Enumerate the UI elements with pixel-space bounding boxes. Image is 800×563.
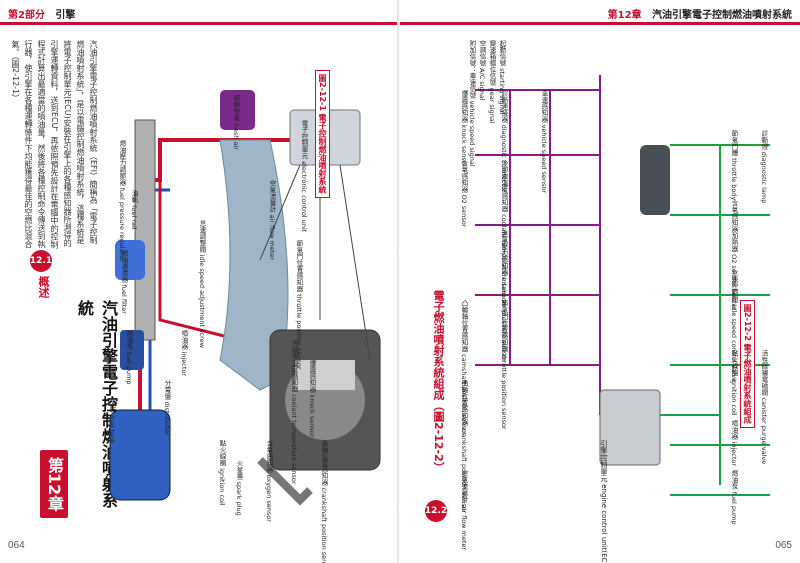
actuator-4: 怠速控制閥 idle speed control valve [730,270,738,383]
label-fuel-pressure-regulator: 燃油壓力調節器 fuel pressure regulator [118,140,126,262]
header-chapter: 第12章 [607,10,642,21]
label-distributor: 分電盤 distributor [163,380,171,436]
label-throttle-position-sensor: 節氣門位置感知器 throttle position sensor [295,240,303,370]
header-part: 第2部分 [8,10,45,21]
chapter-badge: 第12章 [40,450,68,518]
header-rule-right [400,22,800,25]
sensor-2: 凸輪軸位置感知器 camshaft position sensor [460,300,468,436]
sensor-4: 進氣壓力感知器 intake air pressure sensor [500,230,508,362]
sensor-5: 冷卻液溫度感知器 coolant temperature sensor [500,160,508,305]
left-page: 第2部分 引擎 第12章 汽油引擎電子控制燃油噴射系統 12.1 概述 汽油引擎… [0,6,400,563]
label-coolant-temp-sensor: 冷卻液溫度感知器 coolant temperature sensor [290,340,298,485]
signal-2: 變速箱檔位信號 gear signal [488,40,496,124]
efi-system-diagram [109,90,381,506]
label-oxygen-sensor: 含氧感知器 oxygen sensor [265,440,273,522]
actuator-2: 點火線圈 ignition coil [730,350,738,416]
figure-caption-left: 圖2-12-1 電子控制燃油噴射系統 [315,70,330,198]
actuator-0: 燃油泵 fuel pump [730,470,738,525]
right-page: 第12章 汽油引擎電子控制燃油噴射系統 12.2 電子燃油噴射系統組成（圖2-1… [400,0,800,563]
figure-caption-right: 圖2-12-2 電子燃油噴射系統組成 [740,300,755,428]
actuator-6: 節氣門體 throttle body [730,130,738,201]
label-fresh-air: 新鮮空氣 fresh air [232,95,240,150]
header-rule [0,22,400,25]
left-running-header: 第2部分 引擎 [8,6,75,22]
section-badge-right: 12.2 [425,500,447,522]
label-ignition-coil: 點火線圈 ignition coil [218,440,226,506]
label-knock-sensor: 爆震感知器 knock sensor [308,360,316,438]
label-crankshaft-position-sensor: 曲軸位置感知器 crankshaft position sensor [320,440,328,563]
folio-left: 064 [8,540,25,551]
signal-3: 起動信號 starting signal [498,40,506,115]
header-topic: 引擎 [55,10,76,21]
label-fuel-rail: 油軌 fuel rail [130,190,138,230]
label-idle-speed-valve: 怠速調整閥 idle speed adjustment screw [198,220,206,348]
sensor-6: 含氧感知器 O2 sensor [460,160,468,228]
right-running-header: 第12章 汽油引擎電子控制燃油噴射系統 [608,6,792,22]
section-badge: 12.1 [30,250,52,272]
label-ecu: 電子控制單元 electronic control unit [300,120,308,233]
sensor-0: 空氣流量計 air flow meter [460,470,468,551]
section-title-right: 電子燃油噴射系統組成（圖2-12-2） [432,290,445,473]
section-title: 概述 [37,276,50,298]
actuator-5: 含氧感知器加熱器 O2 sensor heater [730,200,738,311]
header-chapter-topic: 汽油引擎電子控制燃油噴射系統 [652,10,792,21]
actuator-3: 活性碳罐電磁閥 canister purge valve [760,350,768,465]
body-text: 汽油引擎電子控制燃油噴射系統（EFI）簡稱為「電子控制燃油噴射系統」，是以電腦控… [11,40,98,249]
system-composition-diagram [475,75,770,496]
label-spark-plug: 火星塞 spark plug [235,460,243,516]
label-fuel-pump: 燃油泵 fuel pump [125,330,133,385]
signal-1: 空調信號 A/C signal [478,40,486,101]
sensor-8: 診斷連接器 diagnostic connector [500,90,508,193]
folio-right: 065 [775,540,792,551]
ecu-label: 引擎控制單元 engine control unit(ECU) [600,440,608,563]
actuator-1: 噴油器 injector [730,420,738,467]
label-injector: 噴油器 injector [180,330,188,377]
label-fuel-filter: 燃油濾清器 fuel filter [120,250,128,314]
sensor-9: 車速感知器 vehicle speed sensor [540,90,548,194]
label-air-flow-meter: 空氣流量計 air flow meter [268,180,276,261]
sensor-3: 節氣門位置感知器 throttle position sensor [500,300,508,430]
signal-0: 附加信號：車速信號 vehicle speed signal [468,40,476,167]
actuator-7: 診斷燈 diagnostic lamp [760,130,768,204]
label-fuel-tank: 油箱 fuel tank [108,400,116,444]
sensor-7: 爆震感知器 knock sensor [460,90,468,168]
sensor-1: 曲軸位置感知器 crankshaft position sensor [460,380,468,514]
